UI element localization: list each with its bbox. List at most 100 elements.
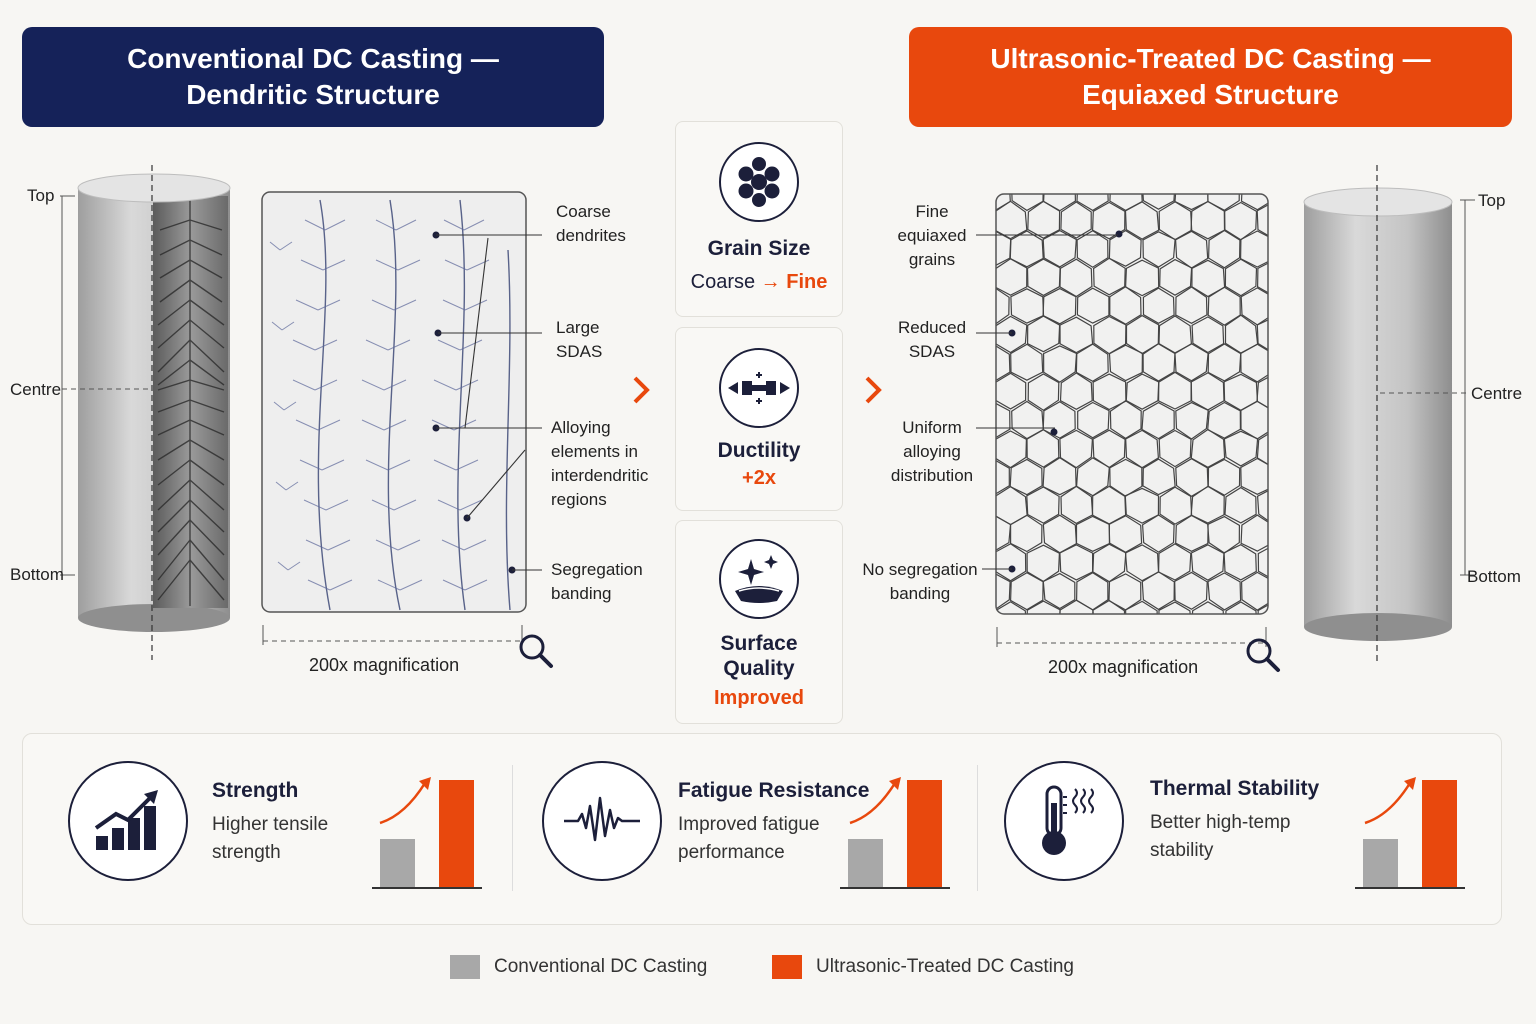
fatigue-ultrasonic-bar bbox=[907, 780, 942, 888]
grain-cell bbox=[1174, 230, 1209, 269]
grain-cell bbox=[1042, 229, 1077, 268]
thermal-baseline bbox=[1355, 887, 1465, 889]
feature-desc-line: stability bbox=[1150, 840, 1214, 861]
grain-cell bbox=[1091, 485, 1127, 525]
left-billet-top-label: Top bbox=[27, 186, 55, 205]
ductility-title: Ductility bbox=[717, 439, 801, 462]
dendritic-micrograph bbox=[261, 191, 527, 613]
annotation-line: Large bbox=[556, 318, 600, 337]
grain-cell bbox=[1190, 544, 1225, 581]
grain-cell bbox=[1109, 399, 1142, 440]
surface-quality-title: Surface Quality bbox=[676, 631, 842, 681]
grain-size-title: Grain Size bbox=[707, 237, 811, 260]
grain-cell bbox=[1158, 601, 1193, 614]
grain-cell bbox=[1174, 343, 1209, 382]
grain-cell bbox=[1109, 285, 1142, 325]
magnifier-icon[interactable] bbox=[517, 632, 555, 670]
annotation-large-sdas: Large SDAS bbox=[556, 316, 602, 364]
annotation-line: Coarse bbox=[556, 202, 611, 221]
grain-cell bbox=[1256, 316, 1268, 354]
trend-arrow-icon bbox=[379, 777, 431, 825]
grain-cell bbox=[1141, 194, 1176, 210]
strength-title: Strength bbox=[212, 779, 299, 802]
chevron-right-icon bbox=[865, 376, 882, 404]
conventional-billet bbox=[60, 165, 231, 660]
feature-desc-line: strength bbox=[212, 842, 281, 863]
grain-cell bbox=[1256, 201, 1268, 240]
grain-size-card: Grain Size Coarse → Fine bbox=[675, 121, 843, 317]
ultrasonic-header-line2: Equiaxed Structure bbox=[1082, 79, 1339, 110]
grain-cell bbox=[1190, 601, 1225, 614]
grain-cell bbox=[996, 258, 1028, 296]
grain-cell bbox=[1092, 543, 1127, 583]
annotation-line: Segregation bbox=[551, 560, 643, 579]
annotation-segregation-banding: Segregation banding bbox=[551, 558, 643, 606]
grain-cell bbox=[1223, 430, 1259, 467]
left-billet-centre-label: Centre bbox=[10, 380, 62, 399]
right-magnification-label: 200x magnification bbox=[1048, 657, 1199, 677]
feature-desc-line: Better high-temp bbox=[1150, 812, 1291, 833]
thermal-desc: Better high-temp stability bbox=[1150, 809, 1350, 865]
grain-cell bbox=[1042, 572, 1076, 610]
grain-cell bbox=[1027, 200, 1061, 239]
grain-cell bbox=[1026, 258, 1061, 297]
properties-panel bbox=[22, 733, 1502, 925]
annotation-fine-grains: Fine equiaxed grains bbox=[880, 200, 984, 272]
grain-cell bbox=[1124, 600, 1159, 614]
legend-swatch-conventional bbox=[450, 955, 480, 979]
grain-cell bbox=[1142, 231, 1176, 268]
grain-to: Fine bbox=[786, 271, 828, 293]
grain-cell bbox=[1026, 544, 1061, 583]
annotation-line: interdendritic bbox=[551, 466, 649, 485]
grain-cell bbox=[996, 286, 1010, 326]
annotation-line: grains bbox=[908, 250, 956, 269]
right-billet-top-label: Top bbox=[1478, 191, 1506, 210]
feature-desc-line: Improved fatigue bbox=[678, 814, 820, 835]
strength-conventional-bar bbox=[380, 839, 415, 888]
annotation-line: banding bbox=[551, 584, 612, 603]
grain-cell bbox=[1175, 401, 1209, 440]
right-billet-bottom-label: Bottom bbox=[1467, 567, 1521, 586]
grain-cell bbox=[1224, 258, 1258, 297]
equiaxed-micrograph bbox=[995, 193, 1269, 615]
grain-cell bbox=[1059, 372, 1093, 410]
fatigue-baseline bbox=[840, 887, 950, 889]
sparkle-surface-icon bbox=[719, 539, 799, 619]
waveform-icon bbox=[542, 761, 662, 881]
grain-cell bbox=[1026, 428, 1060, 468]
conventional-header-line2: Dendritic Structure bbox=[186, 79, 440, 110]
grain-cell bbox=[1256, 487, 1268, 526]
grain-cell bbox=[1174, 571, 1208, 610]
grain-cell bbox=[996, 430, 1028, 469]
annotation-line: Alloying bbox=[551, 418, 611, 437]
thermometer-icon bbox=[1004, 761, 1124, 881]
magnifier-icon[interactable] bbox=[1244, 636, 1282, 674]
annotation-line: dendrites bbox=[556, 226, 626, 245]
right-annotation-leaders bbox=[976, 234, 1118, 570]
grain-cell bbox=[1109, 458, 1143, 497]
annotation-line: Fine bbox=[915, 202, 949, 221]
left-annotation-leaders bbox=[436, 234, 542, 571]
feature-desc-line: Higher tensile bbox=[212, 814, 329, 835]
surface-quality-title-line: Quality bbox=[723, 657, 795, 680]
legend-label-ultrasonic: Ultrasonic-Treated DC Casting bbox=[816, 956, 1074, 977]
tensile-specimen-icon bbox=[719, 348, 799, 428]
grain-cell bbox=[1125, 429, 1160, 469]
annotation-reduced-sdas: Reduced SDAS bbox=[880, 316, 984, 364]
grain-size-value: Coarse → Fine bbox=[676, 269, 842, 295]
grain-cell bbox=[996, 458, 1010, 496]
legend-label-conventional: Conventional DC Casting bbox=[494, 956, 708, 977]
grain-cell bbox=[1142, 343, 1176, 382]
grain-cell bbox=[996, 572, 1011, 612]
grain-cell bbox=[996, 315, 1028, 354]
right-billet-centre-label: Centre bbox=[1471, 384, 1523, 403]
annotation-line: Reduced bbox=[897, 318, 967, 337]
grain-cell bbox=[1092, 257, 1126, 296]
grain-cell bbox=[1240, 194, 1268, 211]
grain-cell bbox=[1092, 599, 1126, 614]
grain-cell bbox=[1010, 343, 1044, 381]
grain-cell bbox=[1141, 571, 1175, 611]
grain-cell bbox=[996, 200, 1028, 240]
ultrasonic-header: Ultrasonic-Treated DC Casting — Equiaxed… bbox=[909, 27, 1512, 127]
grain-cell bbox=[1207, 515, 1241, 554]
